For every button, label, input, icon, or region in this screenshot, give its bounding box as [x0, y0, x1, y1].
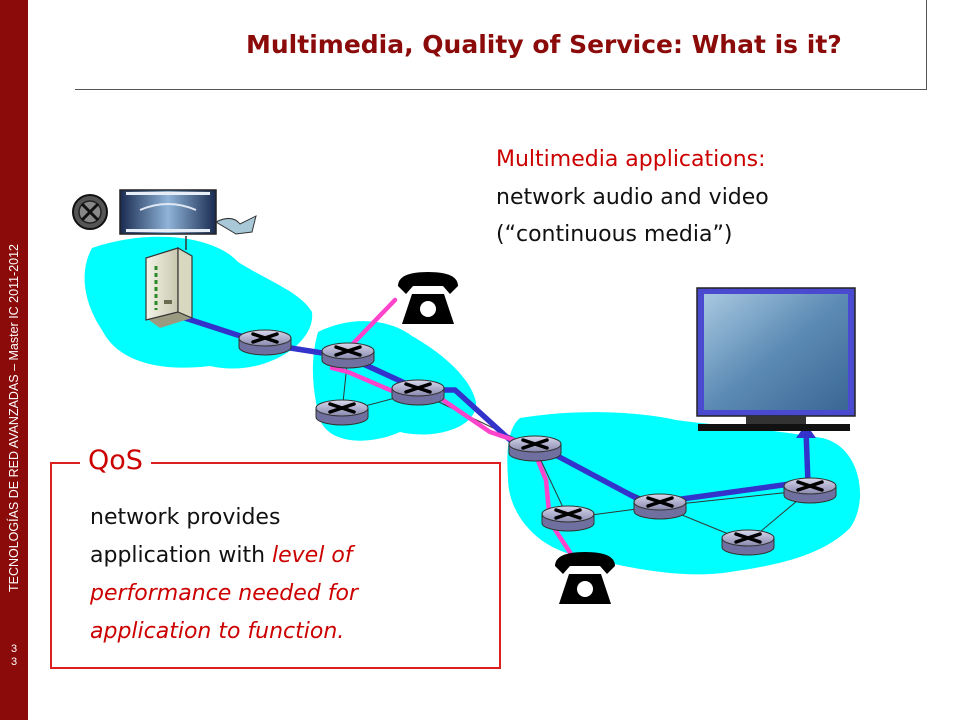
media-server-icon [145, 236, 193, 328]
qos-box [50, 462, 501, 669]
router-icon [507, 434, 563, 463]
qos-line-2-emphasis: level of [272, 543, 353, 568]
qos-line-1: network provides [90, 505, 281, 530]
monitor-icon [696, 287, 856, 431]
multimedia-line-2: (“continuous media”) [496, 222, 733, 247]
qos-line-2: application with level of [90, 543, 353, 568]
telephone-icon [555, 552, 615, 604]
qos-line-4: application to function. [90, 619, 345, 644]
router-icon [720, 528, 776, 557]
router-icon [782, 476, 838, 505]
qos-line-3: performance needed for [90, 581, 358, 606]
router-icon [632, 492, 688, 521]
router-icon [320, 341, 376, 370]
multimedia-heading: Multimedia applications: [496, 147, 766, 172]
page-number: 33 [10, 643, 18, 668]
telephone-icon [398, 272, 458, 324]
title-underline [75, 89, 927, 90]
qos-line-2-plain: application with [90, 543, 273, 568]
router-icon [237, 328, 293, 357]
router-icon [540, 504, 596, 533]
slide-title: Multimedia, Quality of Service: What is … [246, 30, 842, 59]
sidebar-band: TECNOLOGÍAS DE RED AVANZADAS – Master IC… [0, 0, 28, 720]
qos-label: QoS [80, 445, 151, 476]
title-side-rule [926, 0, 927, 90]
router-icon [390, 378, 446, 407]
cloud-right [507, 412, 861, 575]
multimedia-line-1: network audio and video [496, 185, 769, 210]
film-reel-icon [72, 189, 257, 235]
router-icon [314, 398, 370, 427]
